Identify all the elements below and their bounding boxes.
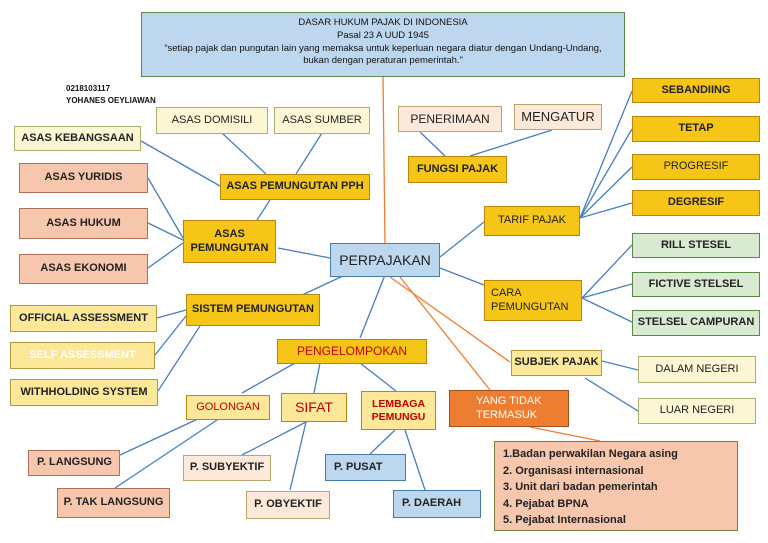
excluded-list: 1.Badan perwakilan Negara asing 2. Organ… xyxy=(494,441,738,531)
node-fictive-stelsel: FICTIVE STELSEL xyxy=(632,272,760,297)
node-pengelompokan: PENGELOMPOKAN xyxy=(277,339,427,364)
node-self-assessment: SELF ASSESSMENT xyxy=(10,342,155,369)
excluded-item: 1.Badan perwakilan Negara asing xyxy=(503,448,678,460)
node-perpajakan: PERPAJAKAN xyxy=(330,243,440,277)
node-asas-sumber: ASAS SUMBER xyxy=(274,107,370,134)
node-tetap: TETAP xyxy=(632,116,760,142)
header-title: DASAR HUKUM PAJAK DI INDONESIA xyxy=(298,17,468,28)
node-asas-pemungutan-pph: ASAS PEMUNGUTAN PPH xyxy=(220,174,370,200)
excluded-item: 2. Organisasi internasional xyxy=(503,464,644,477)
node-stelsel-campuran: STELSEL CAMPURAN xyxy=(632,310,760,336)
node-golongan: GOLONGAN xyxy=(186,395,270,420)
node-official-assessment: OFFICIAL ASSESSMENT xyxy=(10,305,157,332)
node-dalam-negeri: DALAM NEGERI xyxy=(638,356,756,383)
node-asas-ekonomi: ASAS EKONOMI xyxy=(19,254,148,284)
author-info: 0218103117 YOHANES OEYLIAWAN xyxy=(66,83,156,106)
node-asas-hukum: ASAS HUKUM xyxy=(19,208,148,239)
node-sifat: SIFAT xyxy=(281,393,347,422)
author-name: YOHANES OEYLIAWAN xyxy=(66,95,156,105)
node-rill-stesel: RILL STESEL xyxy=(632,233,760,258)
author-id: 0218103117 xyxy=(66,84,111,93)
node-asas-kebangsaan: ASAS KEBANGSAAN xyxy=(14,126,141,151)
node-penerimaan: PENERIMAAN xyxy=(398,106,502,132)
node-progresif: PROGRESIF xyxy=(632,154,760,180)
header-quote-1: “setiap pajak dan pungutan lain yang mem… xyxy=(164,42,602,54)
node-mengatur: MENGATUR xyxy=(514,104,602,130)
node-fungsi-pajak: FUNGSI PAJAK xyxy=(408,156,507,183)
node-withholding-system: WITHHOLDING SYSTEM xyxy=(10,379,158,406)
excluded-item: 5. Pejabat Internasional xyxy=(503,514,626,526)
node-sistem-pemungutan: SISTEM PEMUNGUTAN xyxy=(186,294,320,326)
excluded-item: 3. Unit dari badan pemerintah xyxy=(503,481,658,493)
node-degresif: DEGRESIF xyxy=(632,190,760,216)
node-asas-domisili: ASAS DOMISILI xyxy=(156,107,268,134)
node-luar-negeri: LUAR NEGERI xyxy=(638,398,756,424)
header-legal-basis: DASAR HUKUM PAJAK DI INDONESIA Pasal 23 … xyxy=(141,12,625,77)
node-tarif-pajak: TARIF PAJAK xyxy=(484,206,580,236)
node-p-daerah: P. DAERAH xyxy=(393,490,481,518)
node-p-subyektif: P. SUBYEKTIF xyxy=(183,455,271,481)
node-p-obyektif: P. OBYEKTIF xyxy=(246,491,330,519)
header-article: Pasal 23 A UUD 1945 xyxy=(337,29,429,41)
node-asas-yuridis: ASAS YURIDIS xyxy=(19,163,148,193)
excluded-item: 4. Pejabat BPNA xyxy=(503,497,589,510)
node-p-pusat: P. PUSAT xyxy=(325,454,406,481)
header-quote-2: bukan dengan peraturan pemerintah.” xyxy=(303,55,463,67)
node-p-tak-langsung: P. TAK LANGSUNG xyxy=(57,488,170,518)
node-sebanding: SEBANDIING xyxy=(632,78,760,103)
node-subjek-pajak: SUBJEK PAJAK xyxy=(511,350,602,376)
node-p-langsung: P. LANGSUNG xyxy=(28,450,120,476)
